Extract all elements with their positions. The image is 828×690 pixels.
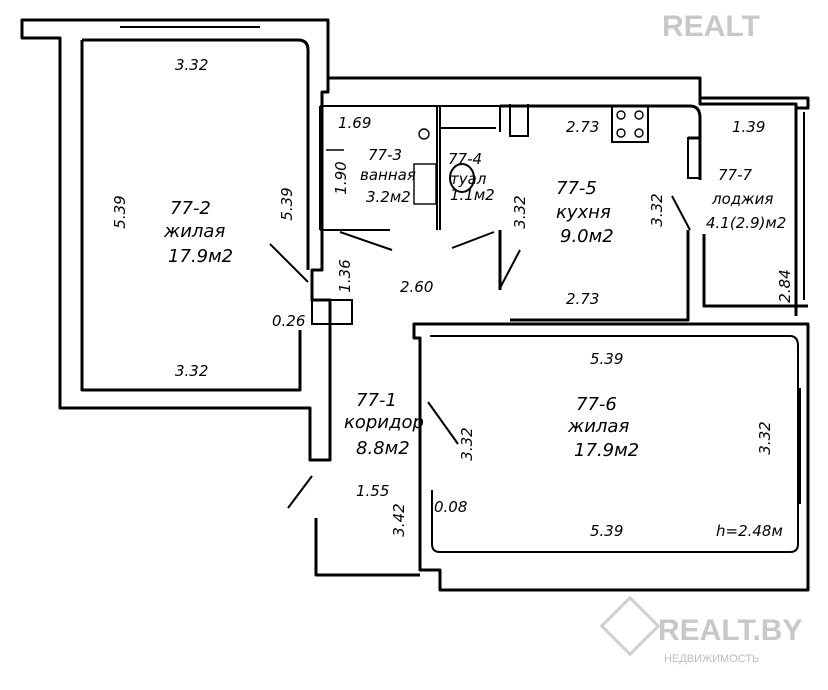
dim-label: 5.39 — [590, 522, 623, 540]
dim-label: 0.26 — [272, 312, 305, 330]
dim-label: 2.73 — [566, 290, 599, 308]
room-number: 77-4 — [448, 150, 482, 168]
bathtub-icon — [413, 163, 437, 205]
dim-label: 2.60 — [400, 278, 433, 296]
door-toilet — [451, 231, 495, 249]
window-top-room2 — [120, 19, 260, 28]
corridor-niche — [311, 299, 353, 325]
dim-label: 1.90 — [332, 161, 350, 194]
room2-walls — [80, 38, 310, 392]
dim-label: 3.32 — [458, 427, 476, 460]
burner-icon — [616, 128, 626, 138]
burner-icon — [634, 110, 644, 120]
dim-label: 1.36 — [336, 259, 354, 292]
room-area: 17.9м2 — [574, 440, 639, 461]
dim-label: 5.39 — [111, 195, 129, 228]
room-type: туал — [450, 170, 487, 188]
room-area: 9.0м2 — [560, 226, 614, 247]
room-area: 8.8м2 — [356, 438, 410, 459]
dim-label: 1.55 — [356, 482, 389, 500]
sink-icon — [509, 104, 529, 137]
dim-label: 2.84 — [776, 269, 794, 302]
room-number: 77-2 — [170, 198, 211, 219]
corridor-lower-wall — [314, 518, 420, 577]
room-area: 3.2м2 — [366, 188, 411, 206]
room-area: 17.9м2 — [168, 246, 233, 267]
door-bathroom — [339, 231, 393, 251]
room-type: кухня — [556, 202, 611, 223]
room-number: 77-1 — [356, 390, 397, 411]
dim-label: 3.32 — [175, 362, 208, 380]
realt-logo-icon — [599, 595, 661, 657]
dim-label: 3.32 — [511, 195, 529, 228]
room-type: жилая — [567, 416, 629, 437]
room-number: 77-3 — [368, 146, 402, 164]
door-loggia — [671, 195, 691, 231]
dim-label: 1.69 — [338, 114, 371, 132]
washbasin-icon — [418, 128, 430, 140]
stove-icon — [611, 105, 649, 143]
dim-label: 0.08 — [434, 498, 467, 516]
room-type: жилая — [163, 221, 225, 242]
room6-inner — [430, 335, 799, 553]
bathroom-walls — [319, 105, 501, 231]
toilet-icon — [449, 163, 475, 193]
room-area: 4.1(2.9)м2 — [706, 214, 786, 232]
watermark-brand: REALT.BY — [658, 614, 802, 647]
room6-window — [799, 388, 809, 504]
burner-icon — [634, 128, 644, 138]
door-kitchen — [499, 249, 521, 289]
loggia-walls — [698, 98, 808, 316]
door-room2 — [269, 243, 309, 283]
watermark-top: REALT — [662, 10, 760, 43]
dim-label: 3.42 — [390, 503, 408, 536]
room-type: коридор — [344, 412, 424, 433]
room-type: лоджия — [711, 190, 773, 208]
watermark-sub: НЕДВИЖИМОСТЬ — [664, 653, 759, 665]
room-area: 1.1м2 — [450, 186, 495, 204]
dim-label: 1.39 — [732, 118, 765, 136]
burner-icon — [616, 110, 626, 120]
ceiling-height: h=2.48м — [716, 522, 783, 540]
dim-label: 3.32 — [175, 56, 208, 74]
dim-label: 5.39 — [590, 350, 623, 368]
room-number: 77-6 — [576, 394, 617, 415]
door-entrance — [287, 475, 313, 509]
dim-label: 3.32 — [648, 193, 666, 226]
room-number: 77-7 — [718, 166, 752, 184]
door-room6 — [427, 401, 459, 445]
loggia-window — [795, 112, 805, 300]
dim-label: 3.32 — [756, 421, 774, 454]
room-number: 77-5 — [556, 178, 597, 199]
dim-label: 5.39 — [278, 187, 296, 220]
dim-label: 2.73 — [566, 118, 599, 136]
room-type: ванная — [360, 166, 416, 184]
radiator-icon — [687, 137, 701, 179]
